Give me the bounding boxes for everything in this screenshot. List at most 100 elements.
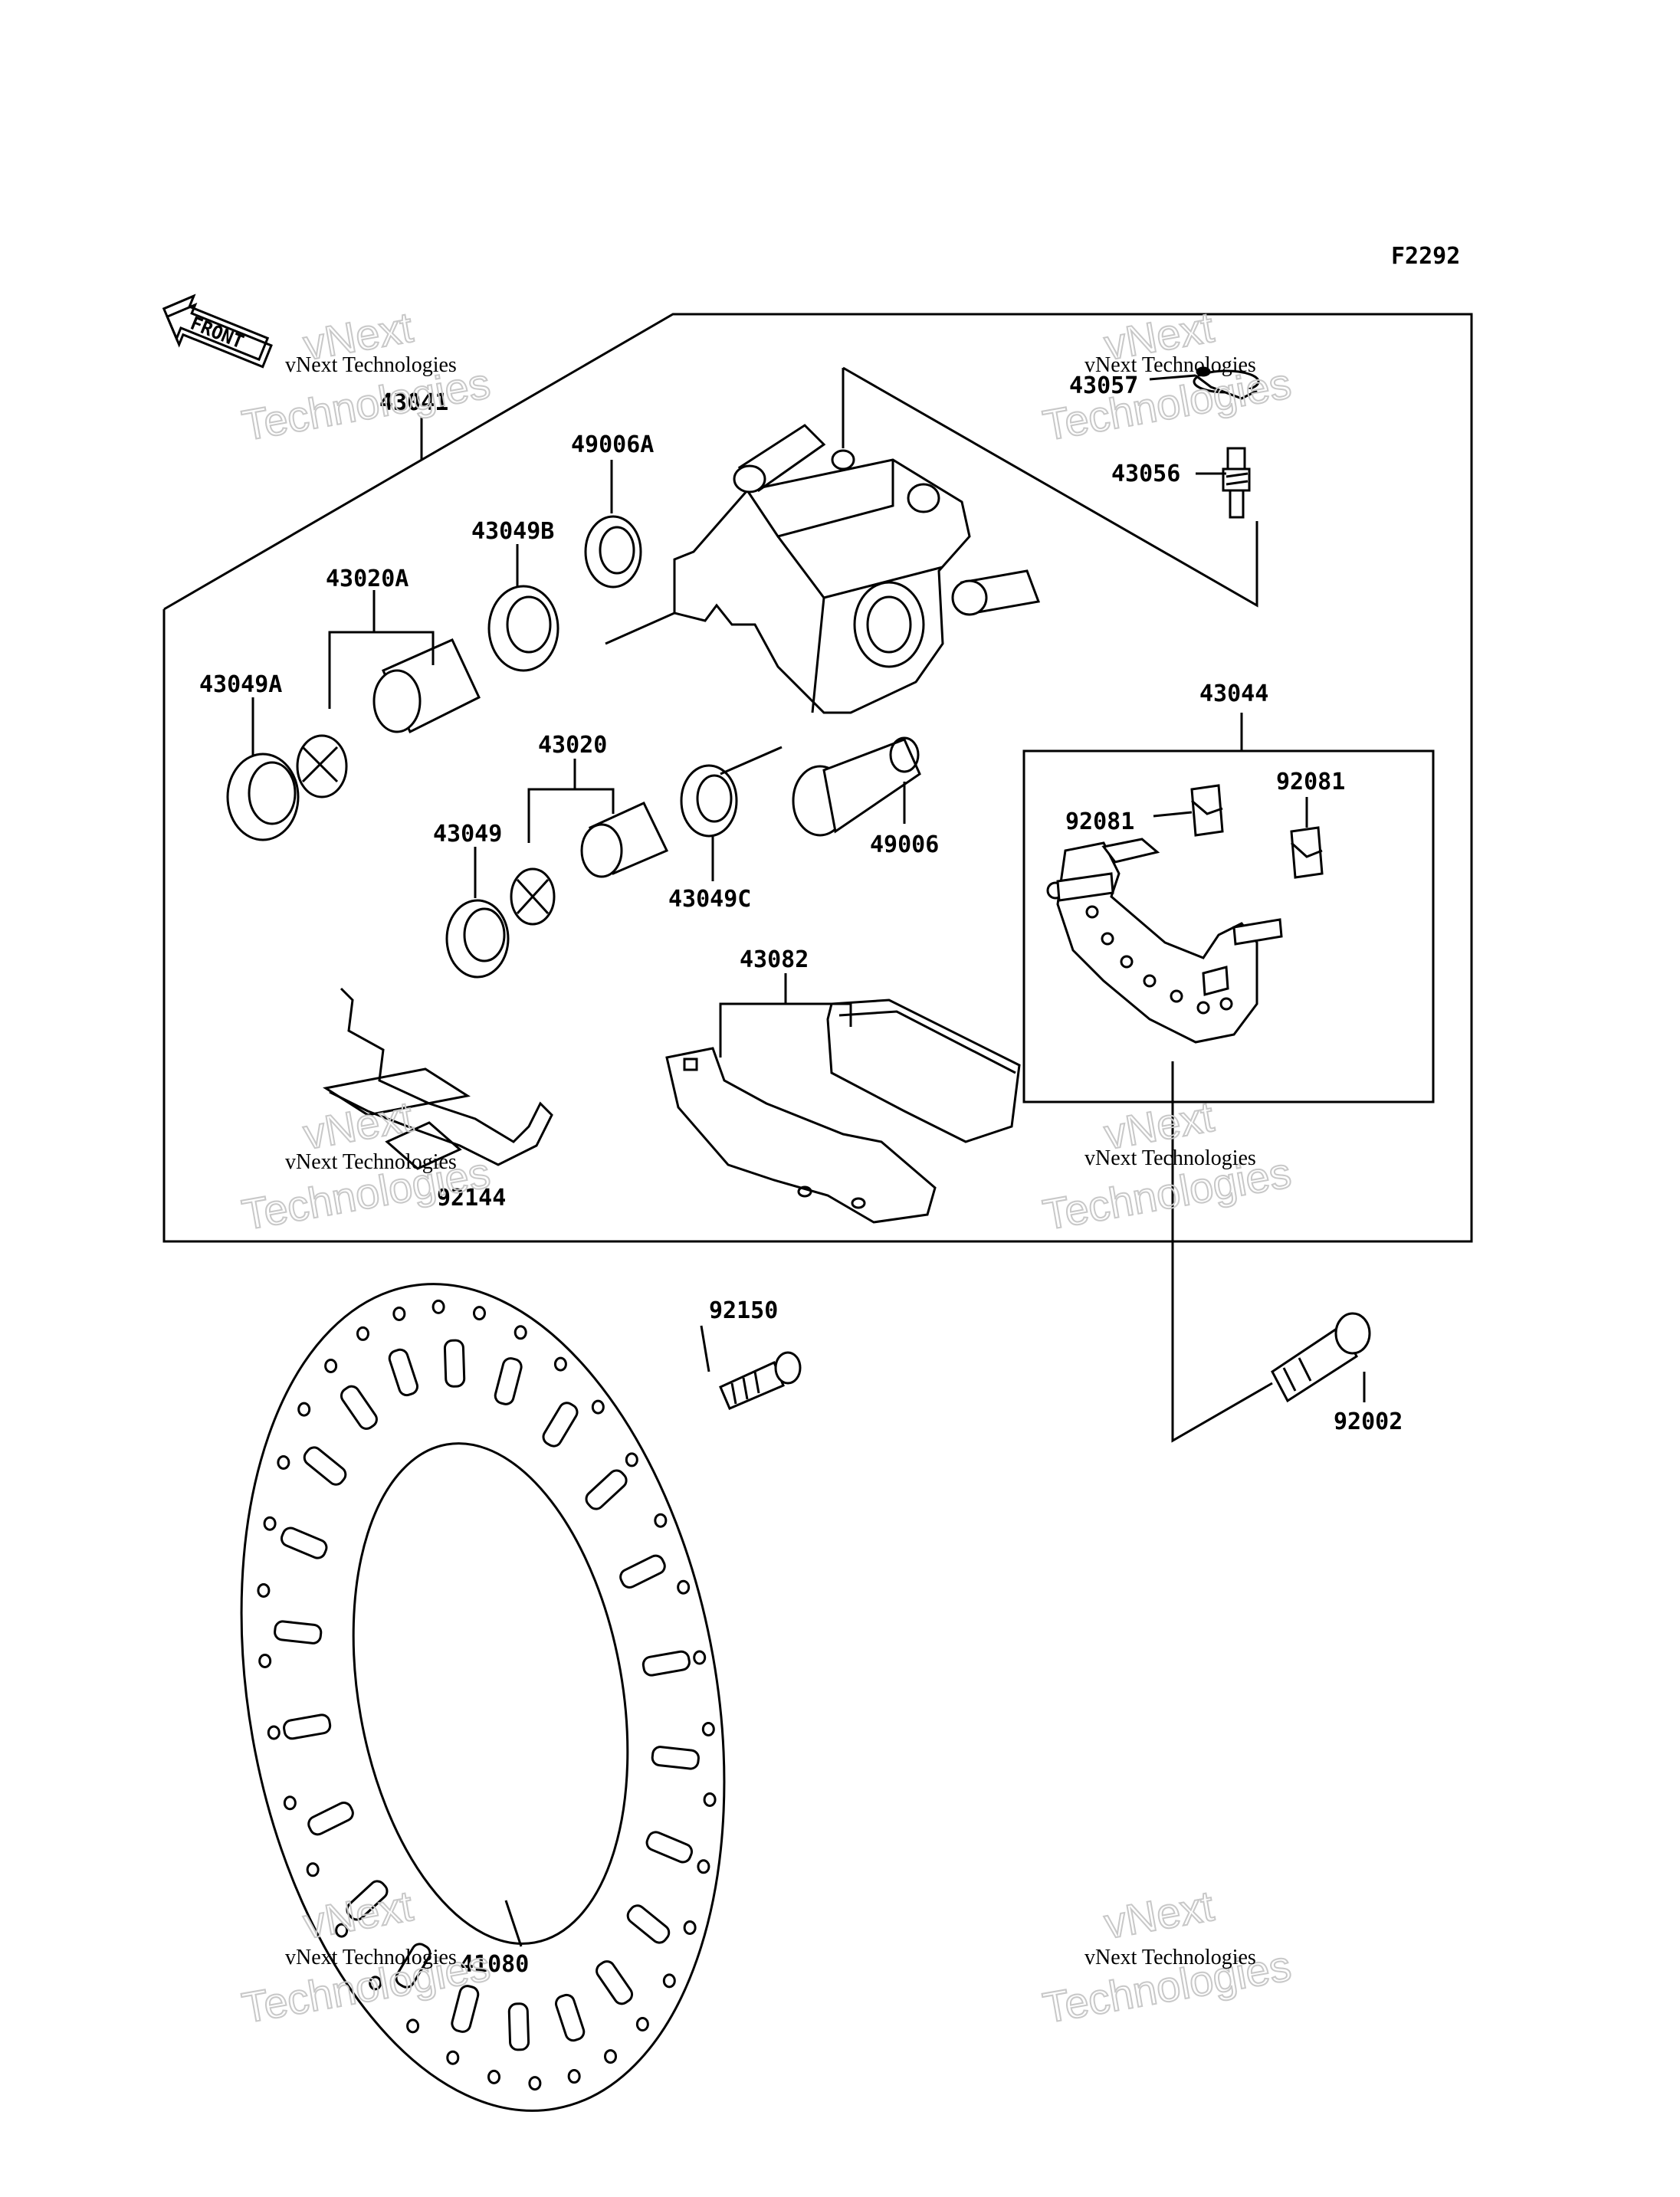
seal-43049a [226, 753, 300, 841]
bushing-49006a [584, 515, 642, 589]
label-43049a: 43049A [199, 671, 282, 698]
svg-text:vNext Technologies: vNext Technologies [1084, 1946, 1256, 1969]
disc-vent-slot [395, 1943, 431, 1989]
disc-vent-slot [596, 1960, 634, 2005]
piston-insulator-43020a [296, 734, 348, 798]
disc-hole [677, 1579, 691, 1595]
bushing-49006 [792, 736, 921, 837]
disc-vent-slot [542, 1402, 579, 1448]
disc-vent-slot [651, 1746, 700, 1770]
piston-insulator-43020 [510, 867, 556, 926]
piston-43020 [580, 802, 669, 878]
watermark-mid-left: vNext Technologies vNext Technologies [238, 1091, 494, 1240]
disc-hole [683, 1920, 697, 1936]
disc-hole [258, 1653, 272, 1668]
disc-vent-slot [303, 1446, 347, 1486]
disc-hole [277, 1454, 290, 1470]
label-43049b: 43049B [471, 518, 554, 545]
watermark-mid-right: vNext Technologies vNext Technologies [1039, 1091, 1295, 1240]
disc-hole [487, 2069, 501, 2084]
label-43049c: 43049C [668, 886, 751, 913]
svg-text:vNext Technologies: vNext Technologies [285, 1150, 457, 1174]
disc-hole [703, 1792, 717, 1807]
disc-vent-slot [307, 1802, 354, 1836]
caliper-body [673, 424, 1041, 714]
disc-hole [263, 1516, 277, 1531]
disc-hole [324, 1358, 338, 1373]
disc-vent-slot [507, 2002, 530, 2051]
disc-hole [635, 2017, 649, 2032]
label-49006: 49006 [870, 831, 939, 858]
pad-clip-92081-b [1290, 826, 1324, 879]
figure-code: F2292 [1391, 243, 1460, 270]
disc-hole [406, 2018, 420, 2034]
bleed-valve-cap [1193, 366, 1260, 400]
label-92081-right: 92081 [1276, 769, 1345, 795]
label-43057: 43057 [1069, 372, 1138, 399]
disc-vent-slot [554, 1993, 586, 2042]
svg-text:vNext Technologies: vNext Technologies [1084, 1146, 1256, 1170]
label-43056: 43056 [1111, 461, 1180, 487]
disc-vent-slot [283, 1713, 332, 1740]
seal-43049c [680, 764, 738, 838]
disc-vent-slot [280, 1526, 328, 1559]
caliper-assembly-box [162, 313, 1473, 1243]
label-43082: 43082 [740, 946, 809, 973]
disc-hole [472, 1306, 486, 1321]
brake-pad-43082 [665, 998, 1021, 1224]
disc-hole [591, 1399, 605, 1415]
disc-hole [604, 2049, 618, 2064]
pad-clip-92081-a [1190, 784, 1224, 837]
pad-spring-92144 [323, 987, 553, 1170]
disc-vent-slot [274, 1620, 323, 1644]
label-49006a: 49006A [571, 431, 654, 458]
label-43020a: 43020A [326, 566, 409, 592]
disc-hole [514, 1325, 527, 1340]
svg-text:vNext Technologies: vNext Technologies [285, 353, 457, 377]
bolt-92002 [1271, 1312, 1371, 1403]
caliper-bracket-43044 [1046, 838, 1283, 1044]
disc-hole [267, 1725, 281, 1740]
disc-vent-slot [340, 1385, 378, 1430]
disc-hole [625, 1452, 638, 1467]
svg-text:vNext Technologies: vNext Technologies [285, 1946, 457, 1969]
bracket-box [1022, 749, 1435, 1103]
leader-lines [251, 366, 1366, 1947]
disc-hole [283, 1795, 297, 1811]
disc-hole [697, 1859, 710, 1874]
disc-hole [297, 1402, 311, 1417]
disc-vent-slot [451, 1985, 480, 2033]
disc-hole [356, 1326, 369, 1341]
disc-hole [662, 1973, 676, 1989]
disc-hole [701, 1722, 715, 1737]
label-43049: 43049 [433, 821, 502, 848]
label-43020: 43020 [538, 732, 607, 759]
disc-vent-slot [619, 1554, 666, 1589]
disc-vent-slot [346, 1880, 389, 1921]
bleed-screw [1222, 447, 1251, 519]
svg-text:vNext: vNext [300, 1092, 416, 1159]
front-arrow-icon: FRONT [162, 293, 273, 369]
disc-hole [369, 1976, 382, 1991]
disc-hole [431, 1299, 445, 1314]
disc-vent-slot [645, 1831, 694, 1864]
label-92150: 92150 [709, 1297, 778, 1324]
piston-43020a [372, 638, 481, 734]
label-92144: 92144 [437, 1185, 506, 1212]
disc-hole [528, 2076, 542, 2091]
disc-vent-slot [494, 1357, 523, 1405]
seal-43049 [445, 899, 510, 979]
disc-hole [654, 1513, 668, 1528]
disc-hole [306, 1862, 320, 1877]
label-43041: 43041 [379, 389, 448, 416]
disc-vent-slot [626, 1904, 671, 1944]
disc-hole [567, 2069, 581, 2084]
disc-vent-slot [641, 1650, 691, 1677]
disc-hole [693, 1650, 707, 1665]
label-43044: 43044 [1199, 680, 1268, 707]
disc-hole [335, 1923, 349, 1938]
bolt-92150 [719, 1351, 802, 1410]
watermark-top-left: vNext Technologies vNext Technologies [238, 302, 494, 451]
disc-hole [553, 1356, 567, 1372]
